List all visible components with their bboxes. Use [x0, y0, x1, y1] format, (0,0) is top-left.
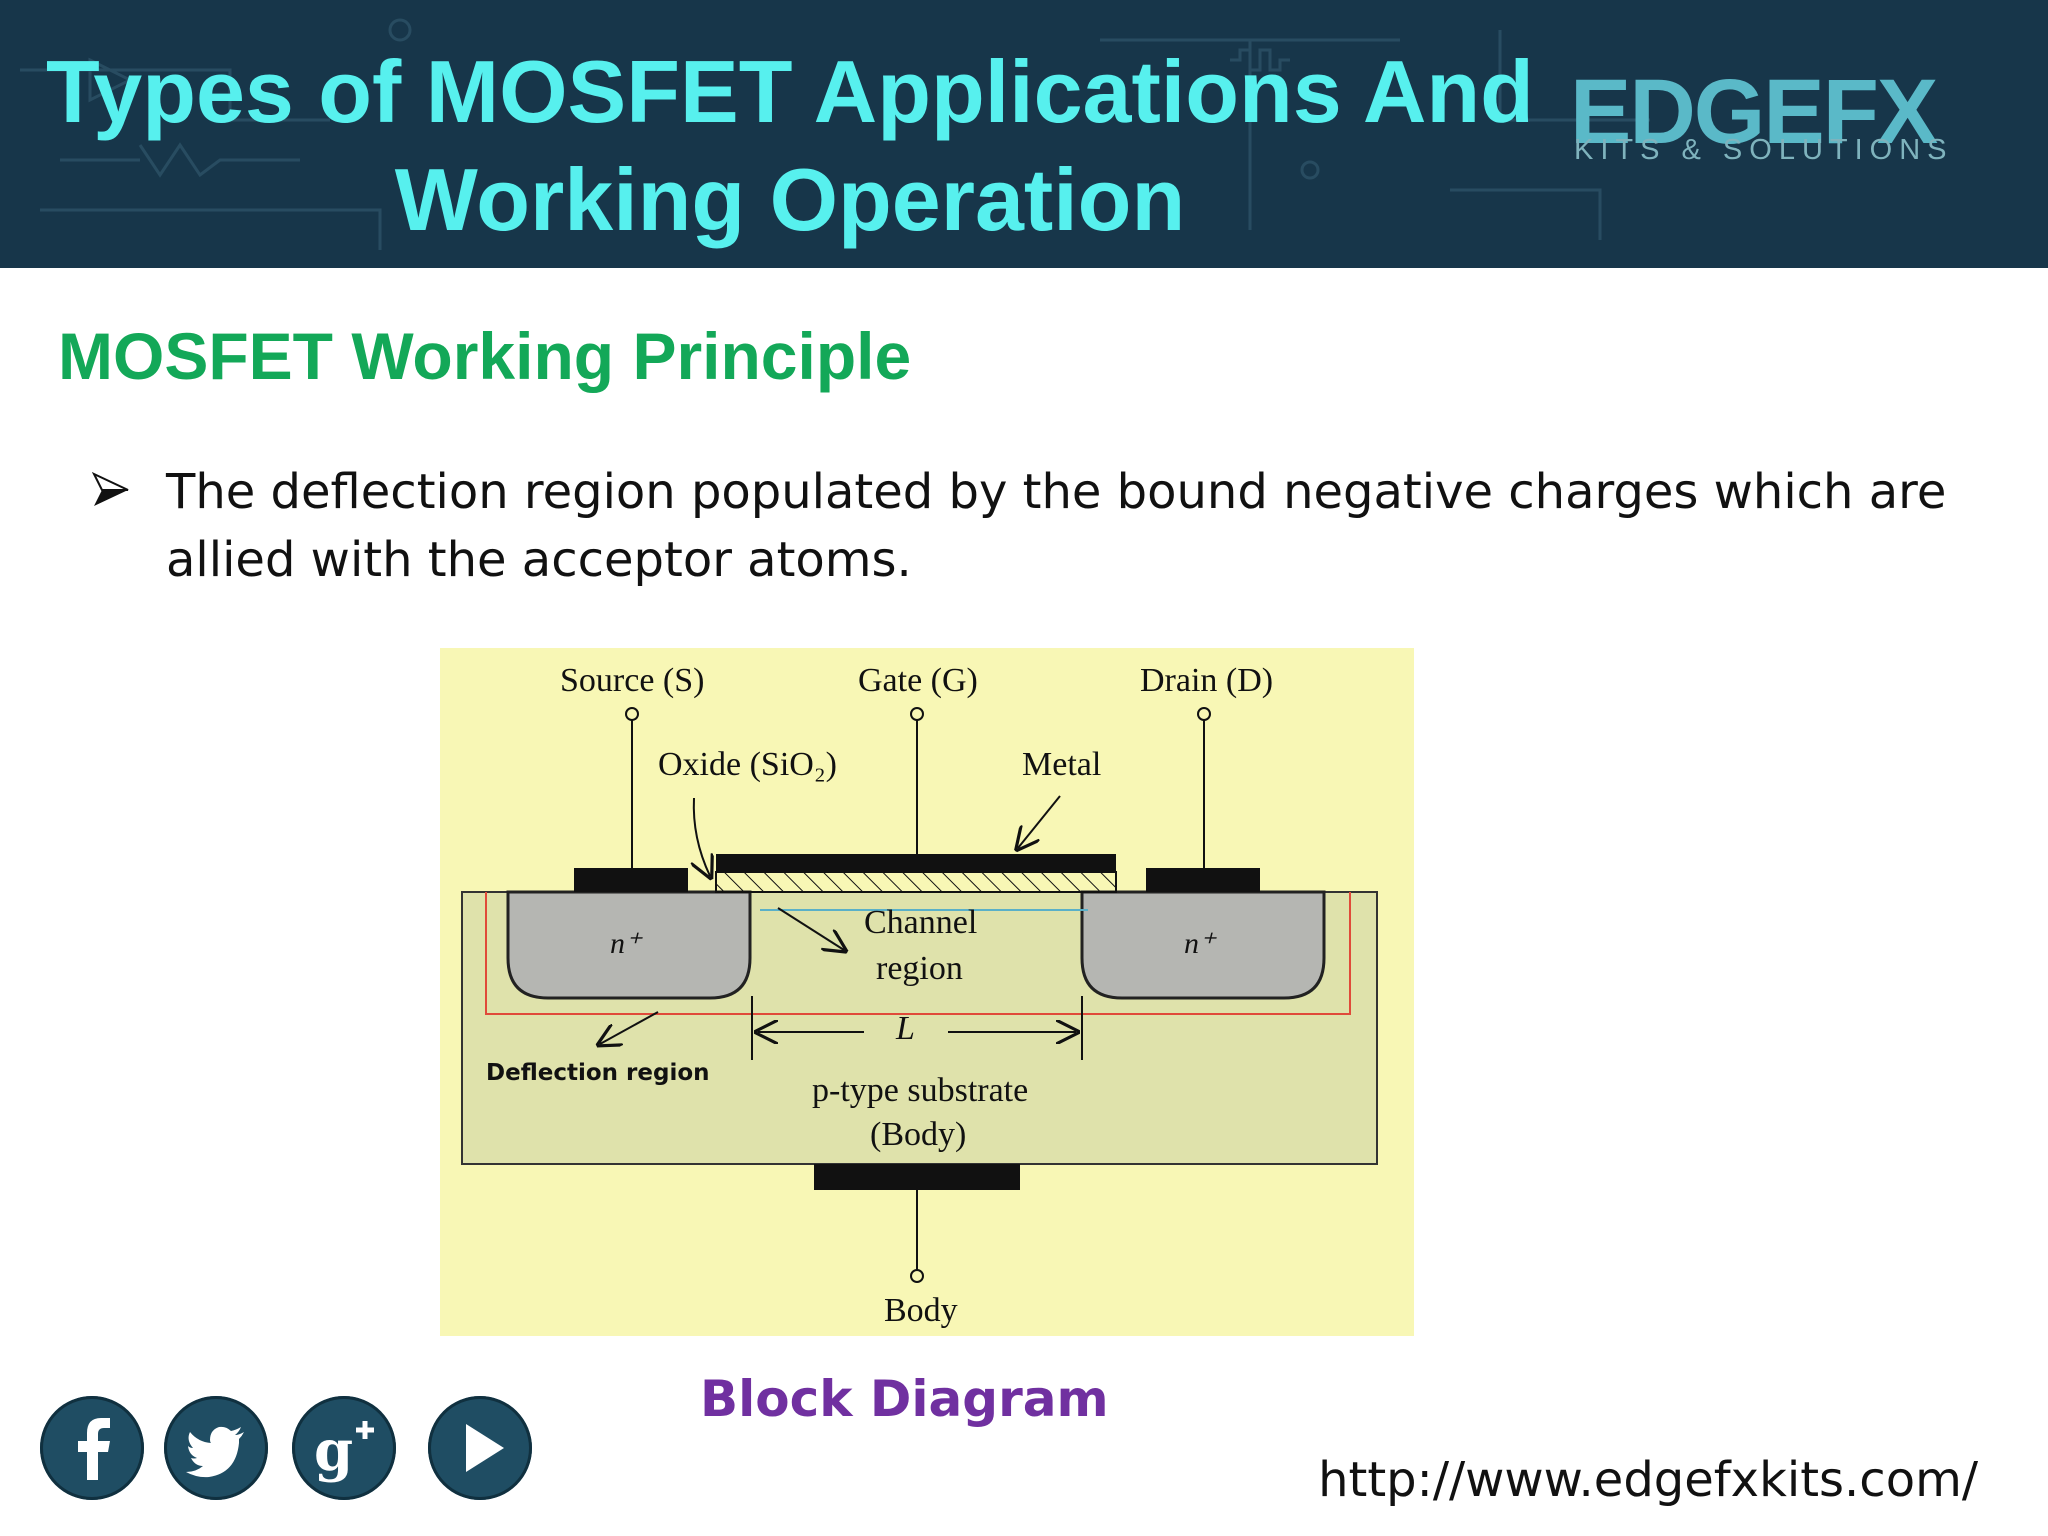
title-line-1: Types of MOSFET Applications And — [46, 42, 1534, 141]
drain-terminal — [1197, 707, 1211, 721]
deflection-boundary — [485, 892, 1351, 1015]
channel-label: Channel — [864, 904, 978, 941]
mosfet-diagram: Source (S) Gate (G) Drain (D) Oxide (SiO… — [440, 648, 1414, 1336]
logo-tagline: KITS & SOLUTIONS — [1574, 134, 1954, 166]
source-label: Source (S) — [560, 662, 705, 699]
body-contact — [814, 1164, 1020, 1190]
edgefx-logo: EDGEFX KITS & SOLUTIONS — [1570, 64, 1970, 174]
social-links: g — [40, 1396, 540, 1506]
diagram-caption: Block Diagram — [700, 1370, 1109, 1428]
drain-label: Drain (D) — [1140, 662, 1274, 699]
oxide-label: Oxide (SiO₂) — [658, 746, 837, 783]
bullet-text: The deflection region populated by the b… — [166, 464, 1947, 588]
drain-contact — [1146, 868, 1260, 892]
length-label: L — [896, 1010, 915, 1047]
youtube-play-icon[interactable] — [428, 1396, 532, 1500]
svg-text:g: g — [314, 1418, 353, 1484]
circuit-background — [20, 18, 1650, 250]
title-line-2: Working Operation — [394, 150, 1186, 249]
oxide-layer — [715, 871, 1117, 893]
body-label: Body — [884, 1292, 958, 1329]
metal-label: Metal — [1022, 746, 1102, 783]
source-contact — [574, 868, 688, 892]
google-plus-icon[interactable]: g — [292, 1396, 396, 1500]
facebook-icon[interactable] — [40, 1396, 144, 1500]
header-banner: Types of MOSFET Applications And Working… — [0, 0, 2048, 268]
n-plus-drain-region — [1080, 890, 1326, 1000]
n-plus-drain-label: n⁺ — [1184, 927, 1215, 960]
n-plus-source-region — [506, 890, 752, 1000]
body-paren-label: (Body) — [870, 1116, 967, 1153]
metal-gate — [716, 854, 1116, 872]
gate-terminal — [910, 707, 924, 721]
page-title: Types of MOSFET Applications And Working… — [0, 38, 1580, 254]
body-terminal — [910, 1269, 924, 1283]
substrate-label: p-type substrate — [812, 1072, 1029, 1109]
source-terminal — [625, 707, 639, 721]
gate-label: Gate (G) — [858, 662, 978, 699]
logo-word: EDGEFX — [1570, 61, 1938, 163]
footer-url-link[interactable]: http://www.edgefxkits.com/ — [1318, 1452, 1978, 1508]
n-plus-source-label: n⁺ — [610, 927, 641, 960]
mosfet-cross-section — [461, 707, 1378, 1283]
twitter-icon[interactable] — [164, 1396, 268, 1500]
section-heading: MOSFET Working Principle — [58, 319, 912, 393]
region-label: region — [876, 950, 963, 987]
deflection-region-label: Deflection region — [486, 1060, 710, 1086]
arrow-bullet-icon — [91, 470, 132, 515]
